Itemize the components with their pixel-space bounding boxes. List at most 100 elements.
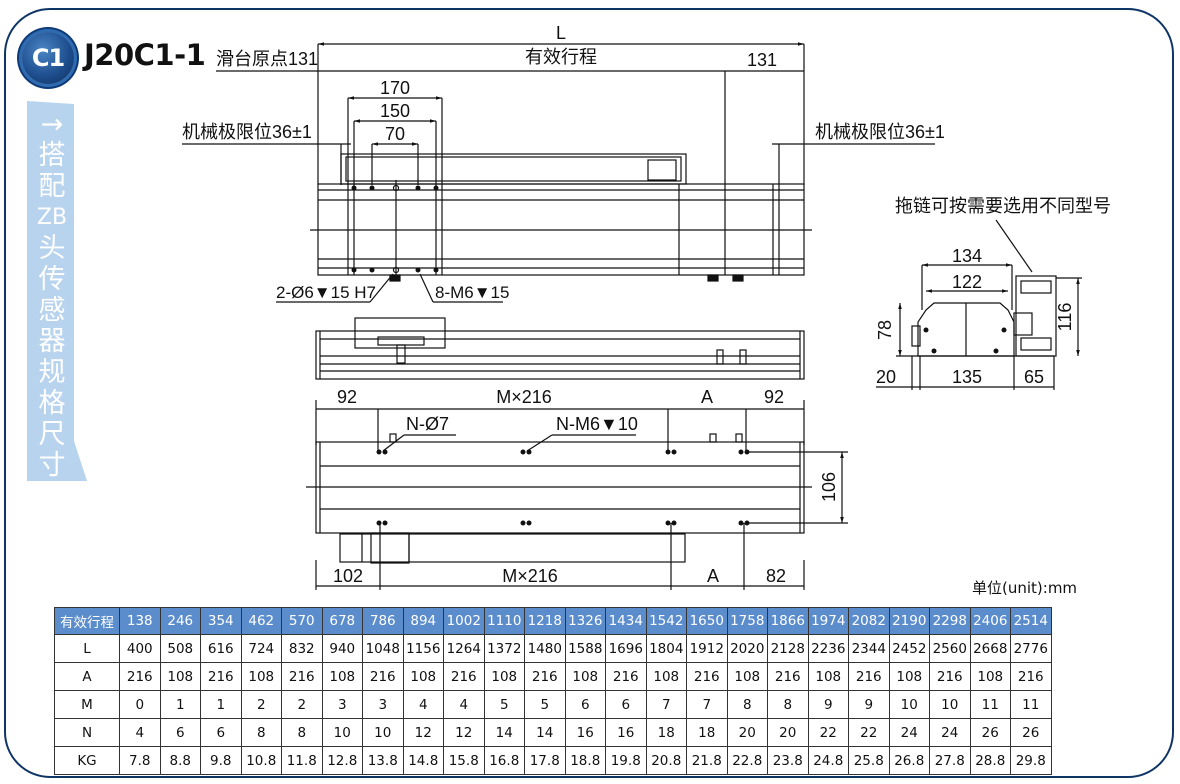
table-cell: 16 — [605, 718, 647, 747]
dim-mx216-bottom-label: M×216 — [502, 566, 558, 586]
dim-102-label: 102 — [333, 566, 363, 586]
table-cell: 216 — [848, 662, 890, 691]
badge-label: C1 — [31, 44, 65, 72]
dim-131-label: 131 — [747, 50, 777, 70]
table-cell: 108 — [807, 662, 849, 691]
table-cell: 216 — [929, 662, 971, 691]
table-cell: 8 — [240, 718, 282, 747]
callout-hole-label: N-Ø7 — [406, 414, 449, 434]
table-cell: 29.8 — [1010, 746, 1052, 775]
table-cell: 22 — [848, 718, 890, 747]
table-header-cell: 570 — [281, 607, 323, 635]
dim-L-label: L — [556, 23, 566, 43]
table-cell: 2776 — [1010, 634, 1052, 663]
side-tab-char: 寸 — [38, 450, 66, 481]
cable-chain-note: 拖链可按需要选用不同型号 — [895, 196, 1111, 216]
table-cell: 18.8 — [564, 746, 606, 775]
table-cell: 216 — [200, 662, 242, 691]
dim-mx216-top-label: M×216 — [496, 387, 552, 407]
table-cell: 8 — [767, 690, 809, 719]
table-cell: 2020 — [726, 634, 768, 663]
table-cell: 6 — [564, 690, 606, 719]
table-cell: 6 — [200, 718, 242, 747]
table-cell: 1804 — [645, 634, 687, 663]
table-row-label: N — [54, 718, 120, 747]
table-header-cell: 1434 — [605, 607, 647, 635]
end-view: 拖链可按需要选用不同型号 134 122 78 116 20 — [875, 196, 1111, 390]
table-cell: 1588 — [564, 634, 606, 663]
table-cell: 108 — [564, 662, 606, 691]
table-header-cell: 1974 — [807, 607, 849, 635]
table-cell: 724 — [240, 634, 282, 663]
table-header-cell: 2190 — [888, 607, 930, 635]
table-cell: 14 — [483, 718, 525, 747]
table-row-label: KG — [54, 746, 120, 775]
side-tab-char: 器 — [38, 326, 66, 357]
table-cell: 16 — [564, 718, 606, 747]
table-cell: 1 — [159, 690, 201, 719]
side-tab-char: 格 — [38, 388, 66, 419]
table-header-cell: 246 — [159, 607, 201, 635]
table-header-cell: 894 — [402, 607, 444, 635]
dim-134-label: 134 — [952, 246, 982, 266]
table-cell: 4 — [119, 718, 161, 747]
side-tab-char: 尺 — [38, 419, 66, 450]
dim-116-label: 116 — [1055, 303, 1075, 332]
table-cell: 20.8 — [645, 746, 687, 775]
page-frame — [4, 8, 1174, 778]
dim-150-label: 150 — [380, 101, 410, 121]
bottom-view: 92 M×216 A 92 N-Ø7 N-M6▼10 — [306, 387, 848, 590]
table-header-cell: 2514 — [1010, 607, 1052, 635]
table-cell: 12 — [402, 718, 444, 747]
table-cell: 1372 — [483, 634, 525, 663]
table-cell: 12.8 — [321, 746, 363, 775]
table-cell: 108 — [645, 662, 687, 691]
table-cell: 216 — [605, 662, 647, 691]
model-title: J20C1-1 — [84, 38, 206, 72]
table-cell: 24 — [929, 718, 971, 747]
table-cell: 26.8 — [888, 746, 930, 775]
dim-135-label: 135 — [952, 367, 982, 387]
table-cell: 22.8 — [726, 746, 768, 775]
table-header-cell: 2298 — [929, 607, 971, 635]
table-cell: 1264 — [443, 634, 485, 663]
table-cell: 7 — [686, 690, 728, 719]
table-cell: 12 — [443, 718, 485, 747]
table-cell: 2236 — [807, 634, 849, 663]
table-cell: 7 — [645, 690, 687, 719]
side-tab-background — [27, 101, 87, 481]
side-tab-char: → — [40, 109, 64, 140]
table-cell: 400 — [119, 634, 161, 663]
top-view: L 滑台原点131 有效行程 131 170 150 70 机械极限位36±1 … — [182, 23, 945, 303]
dim-92-right-label: 92 — [764, 387, 784, 407]
table-cell: 940 — [321, 634, 363, 663]
side-view — [315, 317, 805, 380]
callout-pin-label: 2-Ø6▼15 H7 — [276, 283, 376, 302]
table-cell: 22 — [807, 718, 849, 747]
dim-170-label: 170 — [380, 78, 410, 98]
side-tab-char: 传 — [38, 264, 66, 295]
mech-limit-left-label: 机械极限位36±1 — [182, 122, 312, 142]
slide-origin-label: 滑台原点131 — [216, 49, 318, 69]
table-row-label: L — [54, 634, 120, 663]
table-cell: 216 — [767, 662, 809, 691]
table-cell: 832 — [281, 634, 323, 663]
table-cell: 17.8 — [524, 746, 566, 775]
side-tab-char: 搭 — [38, 140, 66, 171]
table-header-cell: 1866 — [767, 607, 809, 635]
table-cell: 15.8 — [443, 746, 485, 775]
table-cell: 10 — [362, 718, 404, 747]
table-cell: 108 — [969, 662, 1011, 691]
table-cell: 11 — [969, 690, 1011, 719]
table-cell: 5 — [524, 690, 566, 719]
side-tab-char: 感 — [38, 295, 66, 326]
table-header-cell: 1218 — [524, 607, 566, 635]
dim-A-top-label: A — [701, 387, 713, 407]
table-cell: 5 — [483, 690, 525, 719]
